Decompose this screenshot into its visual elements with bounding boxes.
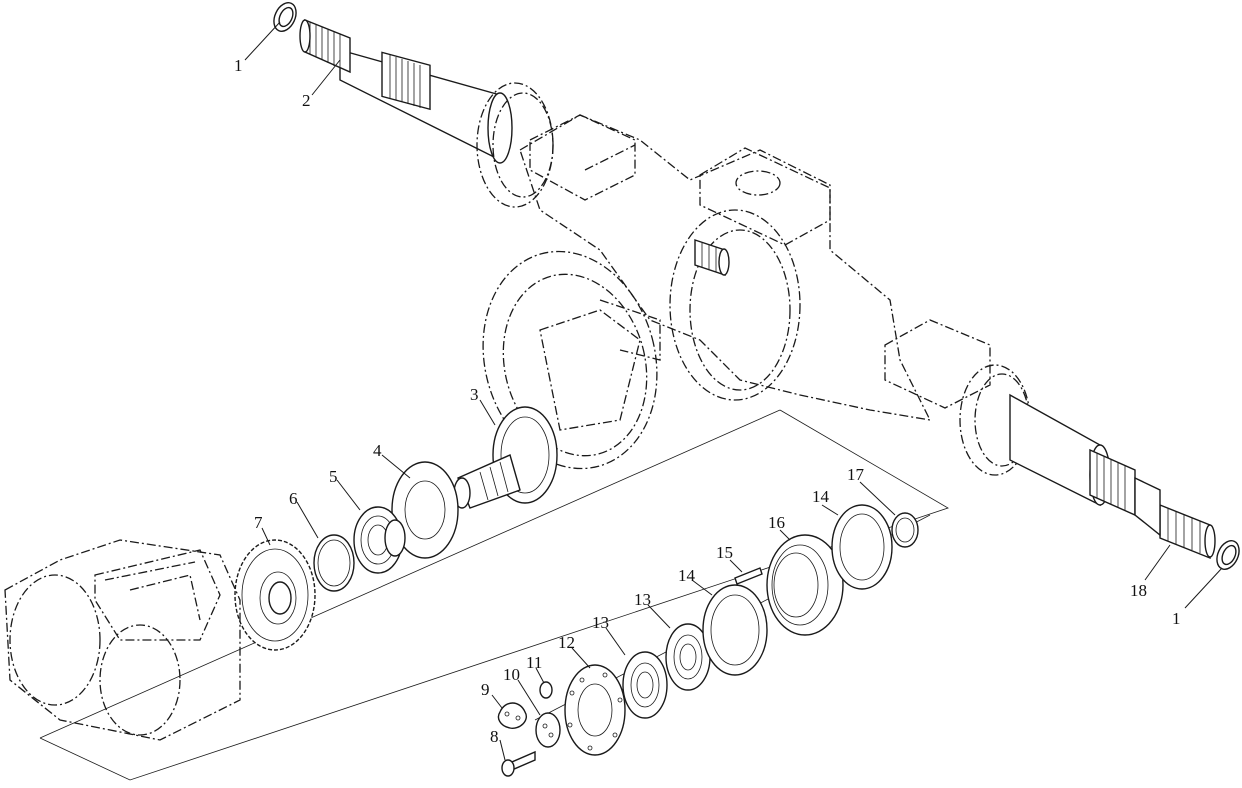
top-mount bbox=[699, 147, 831, 246]
shim-washer bbox=[391, 461, 459, 559]
stud-15 bbox=[734, 567, 763, 585]
callout-1-left: 1 bbox=[234, 56, 243, 75]
snap-ring bbox=[313, 534, 355, 592]
seal-ring-left bbox=[273, 2, 297, 32]
gasket-14-large bbox=[831, 504, 893, 590]
callout-2: 2 bbox=[302, 91, 311, 110]
left-shaft-spline bbox=[299, 18, 351, 74]
bolt-8 bbox=[501, 750, 536, 777]
callout-14-first: 14 bbox=[678, 566, 696, 585]
bearing-5 bbox=[353, 506, 406, 574]
callout-17: 17 bbox=[847, 465, 865, 484]
callout-1-right: 1 bbox=[1172, 609, 1181, 628]
ring-housing-16 bbox=[766, 534, 844, 636]
callout-9: 9 bbox=[481, 680, 490, 699]
gasket-14-small bbox=[702, 584, 768, 676]
leader-lines bbox=[244, 21, 1223, 761]
right-shaft-spline bbox=[1159, 503, 1216, 560]
exploded-frame bbox=[39, 409, 949, 781]
callout-7: 7 bbox=[254, 513, 263, 532]
callout-18: 18 bbox=[1130, 581, 1147, 600]
right-spring-pad bbox=[884, 319, 991, 409]
callout-13-first: 13 bbox=[592, 613, 609, 632]
right-thread bbox=[1089, 448, 1136, 517]
callout-10: 10 bbox=[503, 665, 520, 684]
spur-gear bbox=[234, 539, 316, 651]
callout-16: 16 bbox=[768, 513, 785, 532]
nut-11 bbox=[539, 681, 553, 699]
callout-5: 5 bbox=[329, 467, 338, 486]
carrier-plate bbox=[482, 250, 661, 470]
exploded-frame-top bbox=[39, 409, 781, 739]
callout-4: 4 bbox=[373, 441, 382, 460]
axle-housing bbox=[299, 18, 1216, 560]
bearing-13-small bbox=[622, 651, 668, 719]
gearbox-housing bbox=[4, 539, 241, 741]
bevel-pinion-gear bbox=[453, 406, 558, 509]
callout-3: 3 bbox=[470, 385, 479, 404]
plate-10 bbox=[535, 712, 561, 748]
seal-ring-right bbox=[1216, 540, 1240, 570]
callout-6: 6 bbox=[289, 489, 298, 508]
cover-plate-12 bbox=[564, 664, 626, 756]
callout-14-second: 14 bbox=[812, 487, 830, 506]
callout-labels: 1 2 3 4 5 6 7 8 9 10 11 12 13 13 14 14 1… bbox=[234, 56, 1181, 746]
callout-8: 8 bbox=[490, 727, 499, 746]
lock-plate-9 bbox=[497, 702, 527, 729]
callout-15: 15 bbox=[716, 543, 733, 562]
left-spring-pad bbox=[529, 114, 636, 201]
o-ring-17 bbox=[891, 512, 919, 548]
differential-opening bbox=[669, 209, 801, 401]
callout-13-second: 13 bbox=[634, 590, 651, 609]
callout-12: 12 bbox=[558, 633, 575, 652]
callout-11: 11 bbox=[526, 653, 542, 672]
left-thread bbox=[381, 51, 431, 111]
